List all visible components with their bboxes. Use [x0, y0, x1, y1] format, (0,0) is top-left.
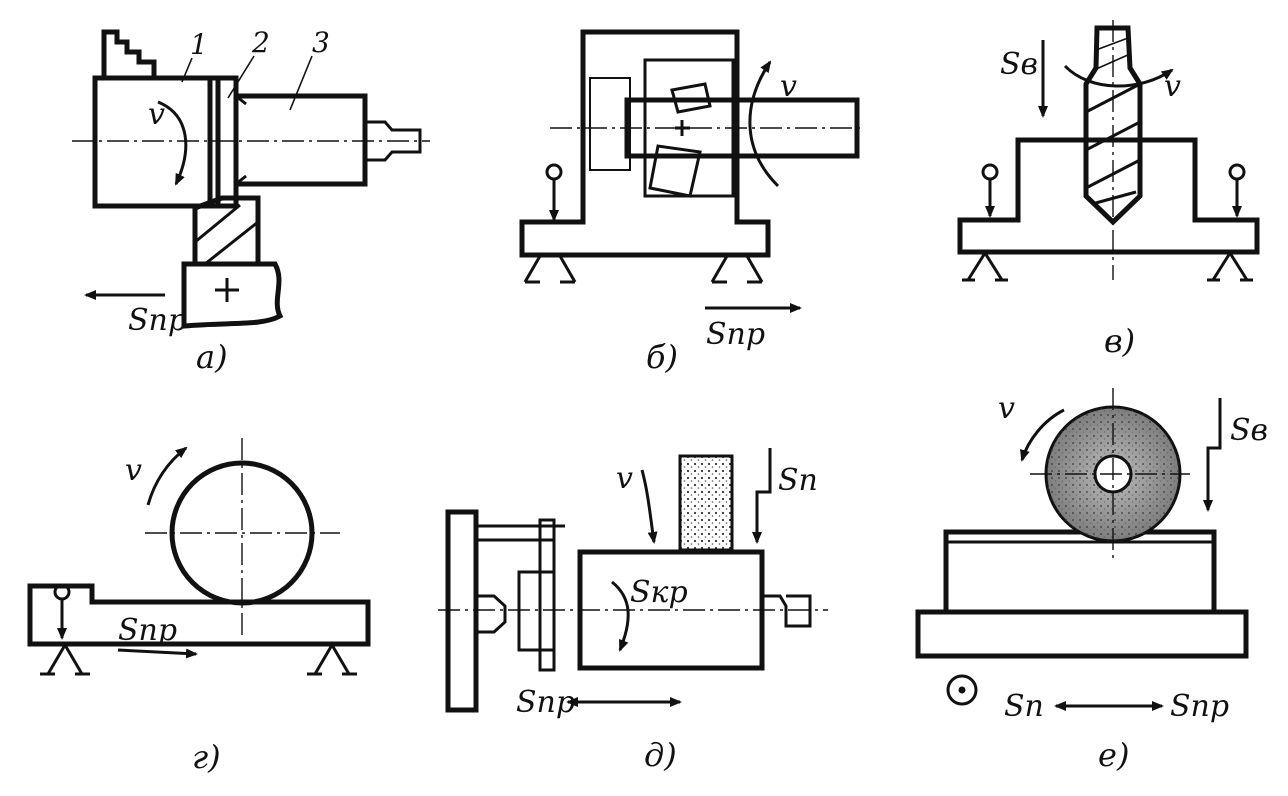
rotation-arrow-v [748, 60, 780, 188]
vertical-feed-arrow [1203, 398, 1222, 512]
feed-label: Sпр [706, 317, 765, 352]
long-feed-label: Sпр [516, 685, 575, 720]
clamp-symbol [53, 583, 71, 640]
clamp-symbol [545, 163, 563, 222]
workpiece [235, 93, 422, 187]
supports [962, 252, 1253, 282]
workpiece [957, 137, 1260, 255]
cross-feed-symbol [946, 674, 978, 706]
feed-label: Sпр [118, 613, 177, 648]
speed-label: v [148, 97, 165, 132]
rotation-arrow-v [157, 100, 188, 186]
panel-b-boring: v Sпр б) [519, 29, 860, 376]
headstock [445, 509, 479, 713]
panel-a-turning: v 1 2 3 Sпр а) [72, 26, 430, 376]
vertical-feed-label: Sв [1230, 413, 1268, 448]
speed-label: v [125, 453, 142, 488]
panel-caption: в) [1104, 322, 1135, 360]
chuck [92, 29, 239, 209]
long-feed-label: Sпр [1170, 689, 1229, 724]
panel-g-milling: v Sпр г) [27, 438, 371, 776]
cross-feed-label: Sп [1004, 689, 1044, 724]
rotation-arrow-v [640, 469, 658, 544]
panel-e-surface-grinding: v Sв Sп Sпр е) [915, 388, 1268, 774]
housing [519, 29, 771, 258]
workpiece [27, 583, 371, 647]
supports [40, 644, 357, 676]
rotation-arrow-v [146, 446, 188, 506]
speed-label: v [1164, 69, 1181, 104]
part-number-1: 1 [190, 28, 208, 61]
panel-d-cylindrical-grinding: v Sп Sкр Sпр д) [438, 448, 828, 774]
driver-plate [538, 518, 556, 672]
part-number-2: 2 [251, 26, 270, 59]
panel-caption: б) [646, 338, 678, 376]
clamp-symbol-left [981, 163, 999, 218]
clamp-symbol-right [1228, 163, 1246, 218]
grinding-wheel [678, 454, 734, 552]
machine-table [915, 609, 1249, 659]
feed-label: Sпр [128, 303, 187, 338]
feed-arrow [117, 648, 198, 659]
panel-caption: а) [196, 338, 228, 376]
supports [523, 254, 764, 284]
turning-tool [181, 195, 284, 329]
speed-label: v [780, 69, 797, 104]
rotation-arrow-v [1020, 408, 1065, 462]
workpiece [943, 529, 1217, 615]
rotation-arrow-v [1063, 64, 1174, 88]
cross-feed-label: Sп [778, 463, 818, 498]
panel-caption: е) [1098, 736, 1129, 774]
circular-feed-label: Sкр [630, 575, 688, 610]
panel-caption: д) [644, 736, 677, 774]
feed-label: Sв [1000, 47, 1038, 82]
cross-feed-arrow [752, 448, 772, 544]
part-number-3: 3 [312, 26, 330, 59]
panel-caption: г) [192, 738, 221, 776]
speed-label: v [616, 461, 633, 496]
panel-v-drilling: v Sв в) [957, 20, 1260, 360]
circular-feed-arrow [611, 580, 630, 652]
speed-label: v [998, 391, 1015, 426]
